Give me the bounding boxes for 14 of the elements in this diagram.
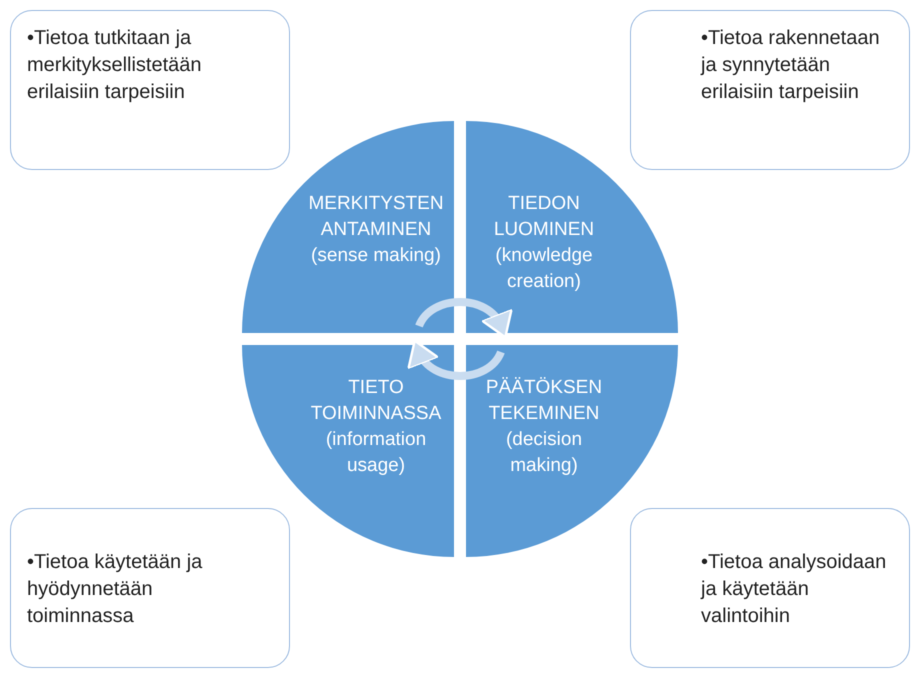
text-box	[630, 508, 910, 668]
text-box	[10, 10, 290, 170]
bullet-text: •Tietoa tutkitaan ja merkityksellistetään erilaisiin tarpeisiin	[27, 26, 203, 105]
curved-arrow	[415, 298, 511, 338]
bullet-text: •Tietoa rakennetaan ja synnytetään erilaisiin tarpeisiin	[701, 26, 881, 105]
quadrant-label: TIEDON LUOMINEN (knowledge creation)	[492, 192, 596, 294]
curved-arrow	[409, 340, 505, 380]
text-box	[10, 508, 290, 668]
bullet-text: •Tietoa analysoidaan ja käytetään valintoihin	[701, 550, 888, 629]
quadrant-label: PÄÄTÖKSEN TEKEMINEN (decision making)	[484, 376, 604, 478]
quadrant-label: TIETO TOIMINNASSA (information usage)	[310, 376, 442, 478]
text-box	[630, 10, 910, 170]
bullet-text: •Tietoa käytetään ja hyödynnetään toiminnassa	[27, 550, 204, 629]
quadrant-label: MERKITYSTEN ANTAMINEN (sense making)	[307, 192, 445, 268]
